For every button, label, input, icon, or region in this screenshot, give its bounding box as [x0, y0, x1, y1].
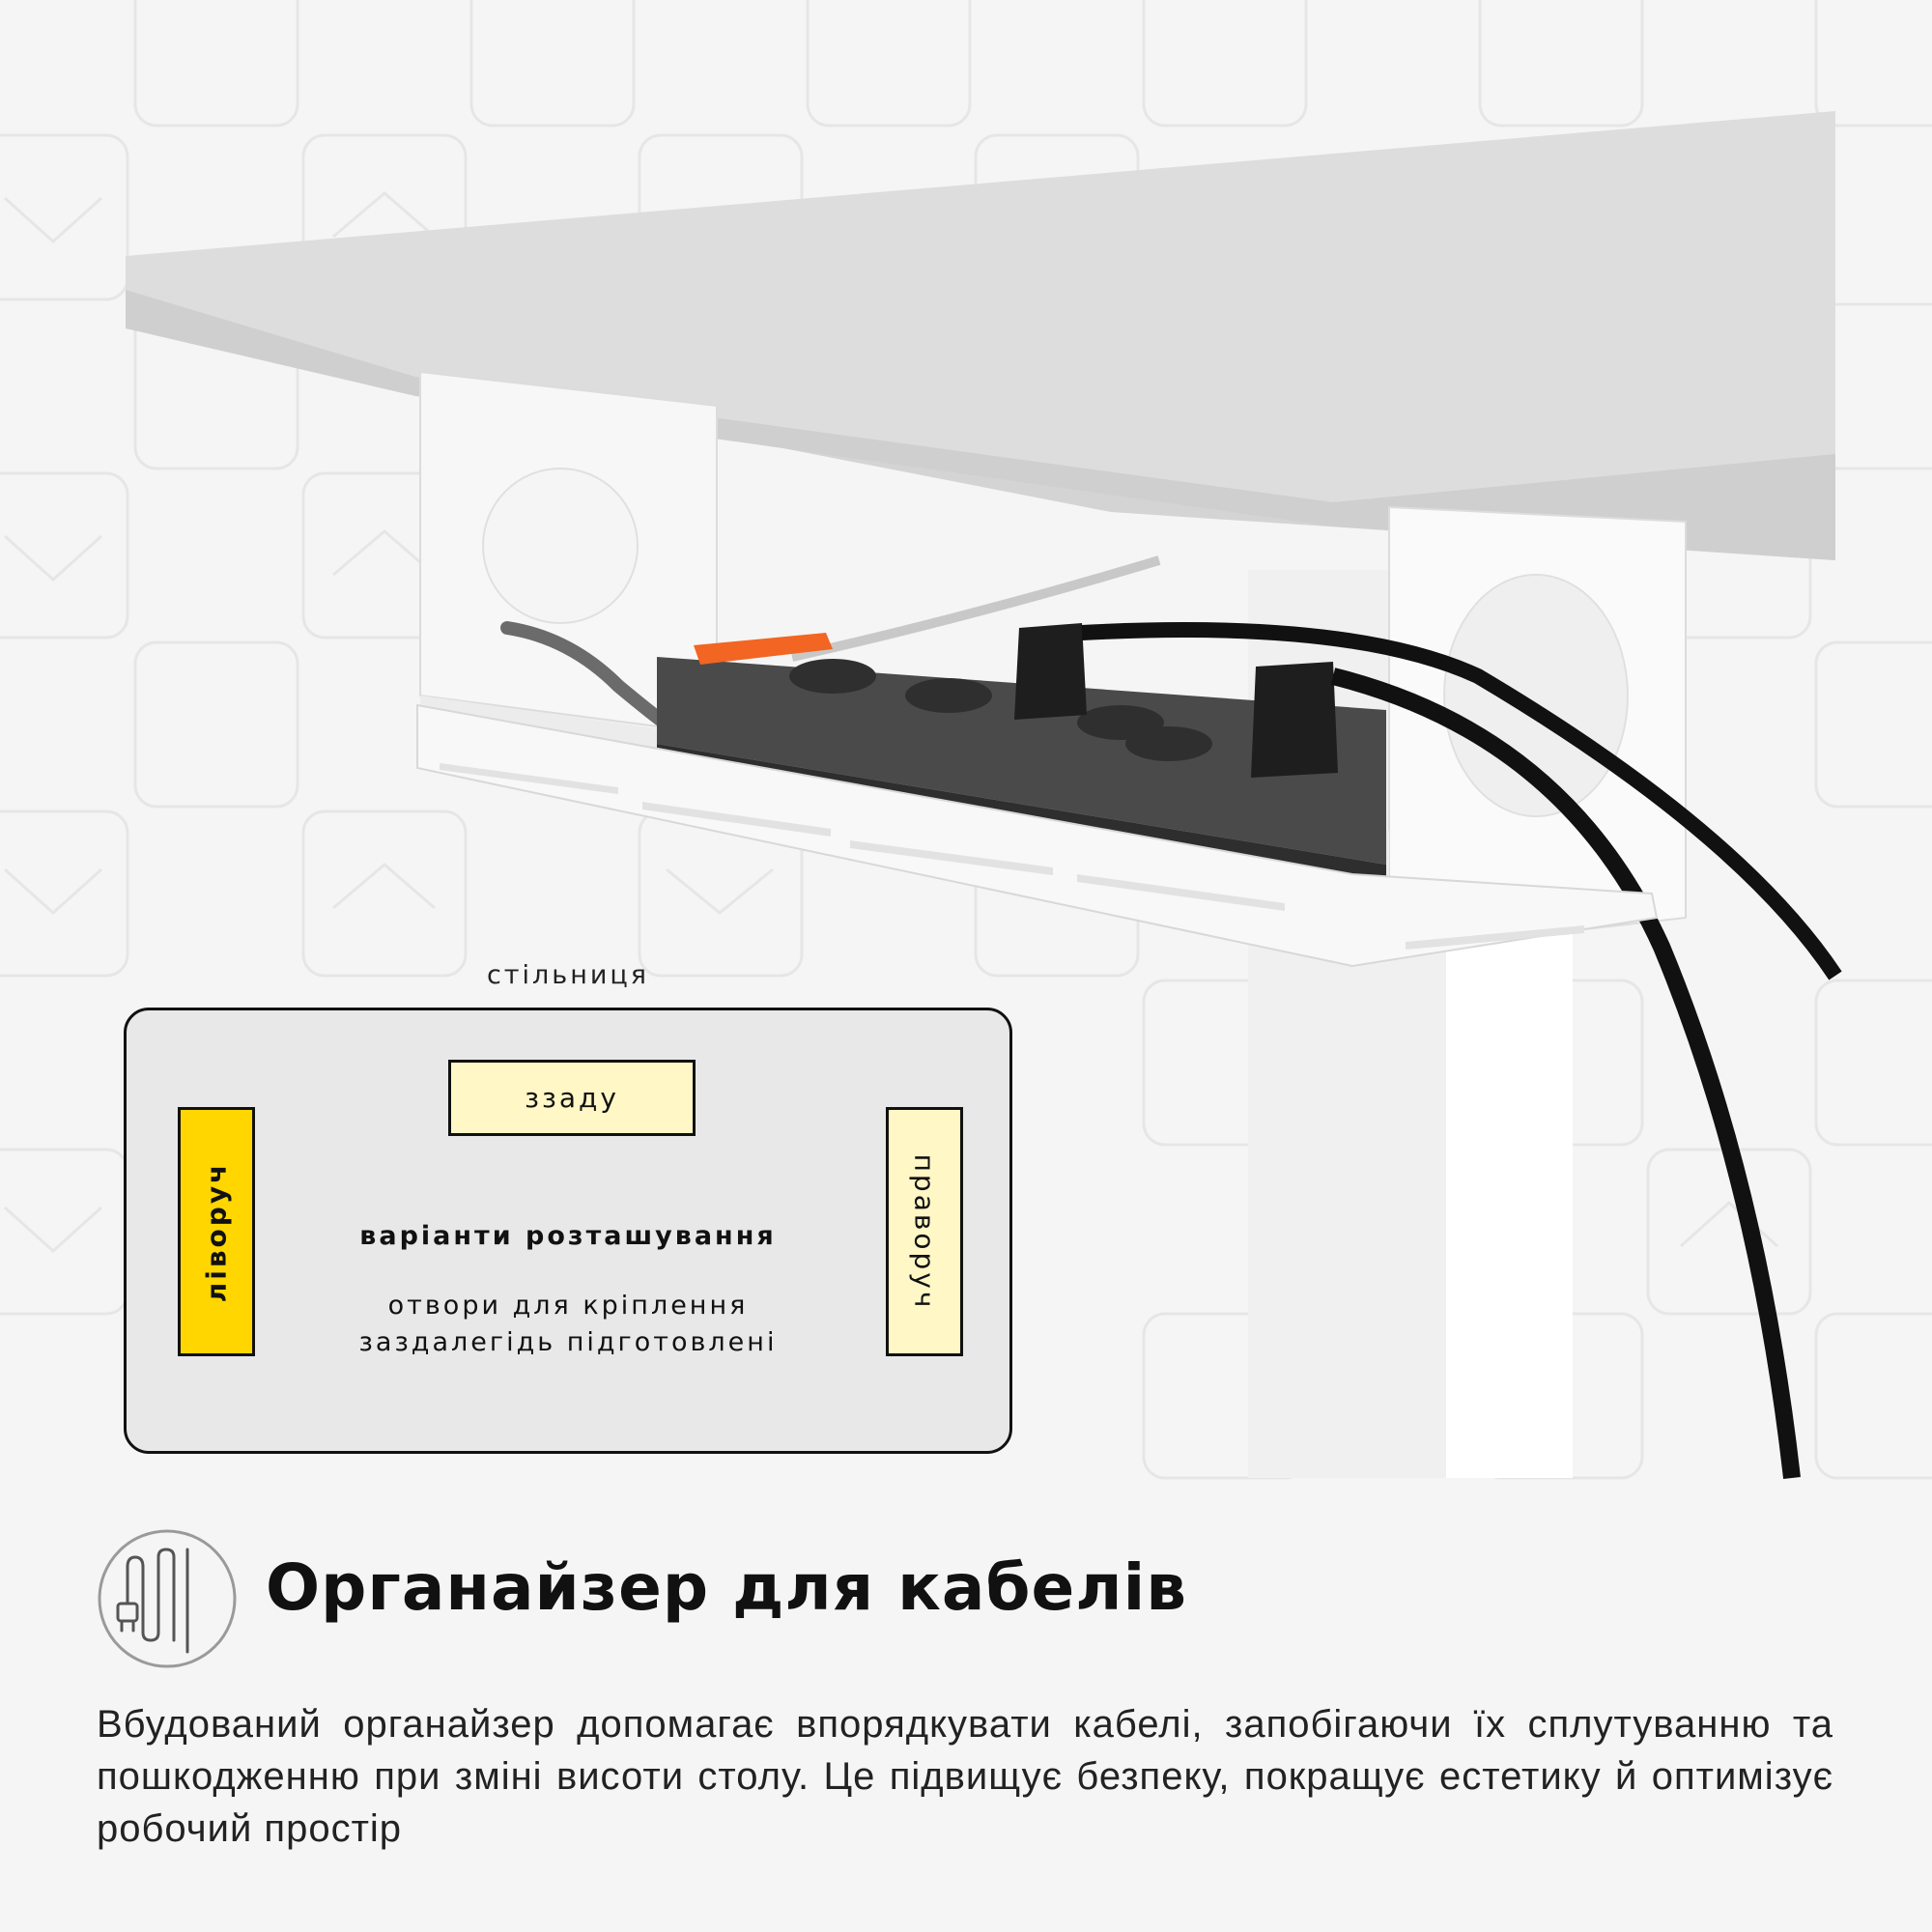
- cable-plug-icon: [98, 1529, 237, 1668]
- mounting-note-line-2: заздалегідь підготовлені: [358, 1327, 778, 1357]
- placement-back-label: ззаду: [525, 1082, 619, 1114]
- cable-tray: [416, 703, 1659, 968]
- placement-right: праворуч: [886, 1107, 963, 1356]
- power-strip: [657, 623, 1386, 879]
- desk-top: [126, 111, 1835, 502]
- tabletop-label: стільниця: [486, 960, 650, 990]
- mounting-holes-note: отвори для кріплення заздалегідь підгото…: [127, 1288, 1009, 1361]
- power-switch: [694, 633, 833, 665]
- mounting-note-line-1: отвори для кріплення: [387, 1291, 749, 1321]
- placement-left: ліворуч: [178, 1107, 255, 1356]
- placement-diagram: ззаду ліворуч праворуч варіанти розташув…: [124, 1008, 1012, 1454]
- placement-options-title: варіанти розташування: [359, 1221, 777, 1251]
- desk-cable-organizer-illustration: [126, 111, 1842, 1480]
- placement-back: ззаду: [448, 1060, 696, 1136]
- feature-description: Вбудований органайзер допомагає впорядку…: [97, 1703, 1833, 1850]
- feature-heading: Органайзер для кабелів: [266, 1550, 1187, 1625]
